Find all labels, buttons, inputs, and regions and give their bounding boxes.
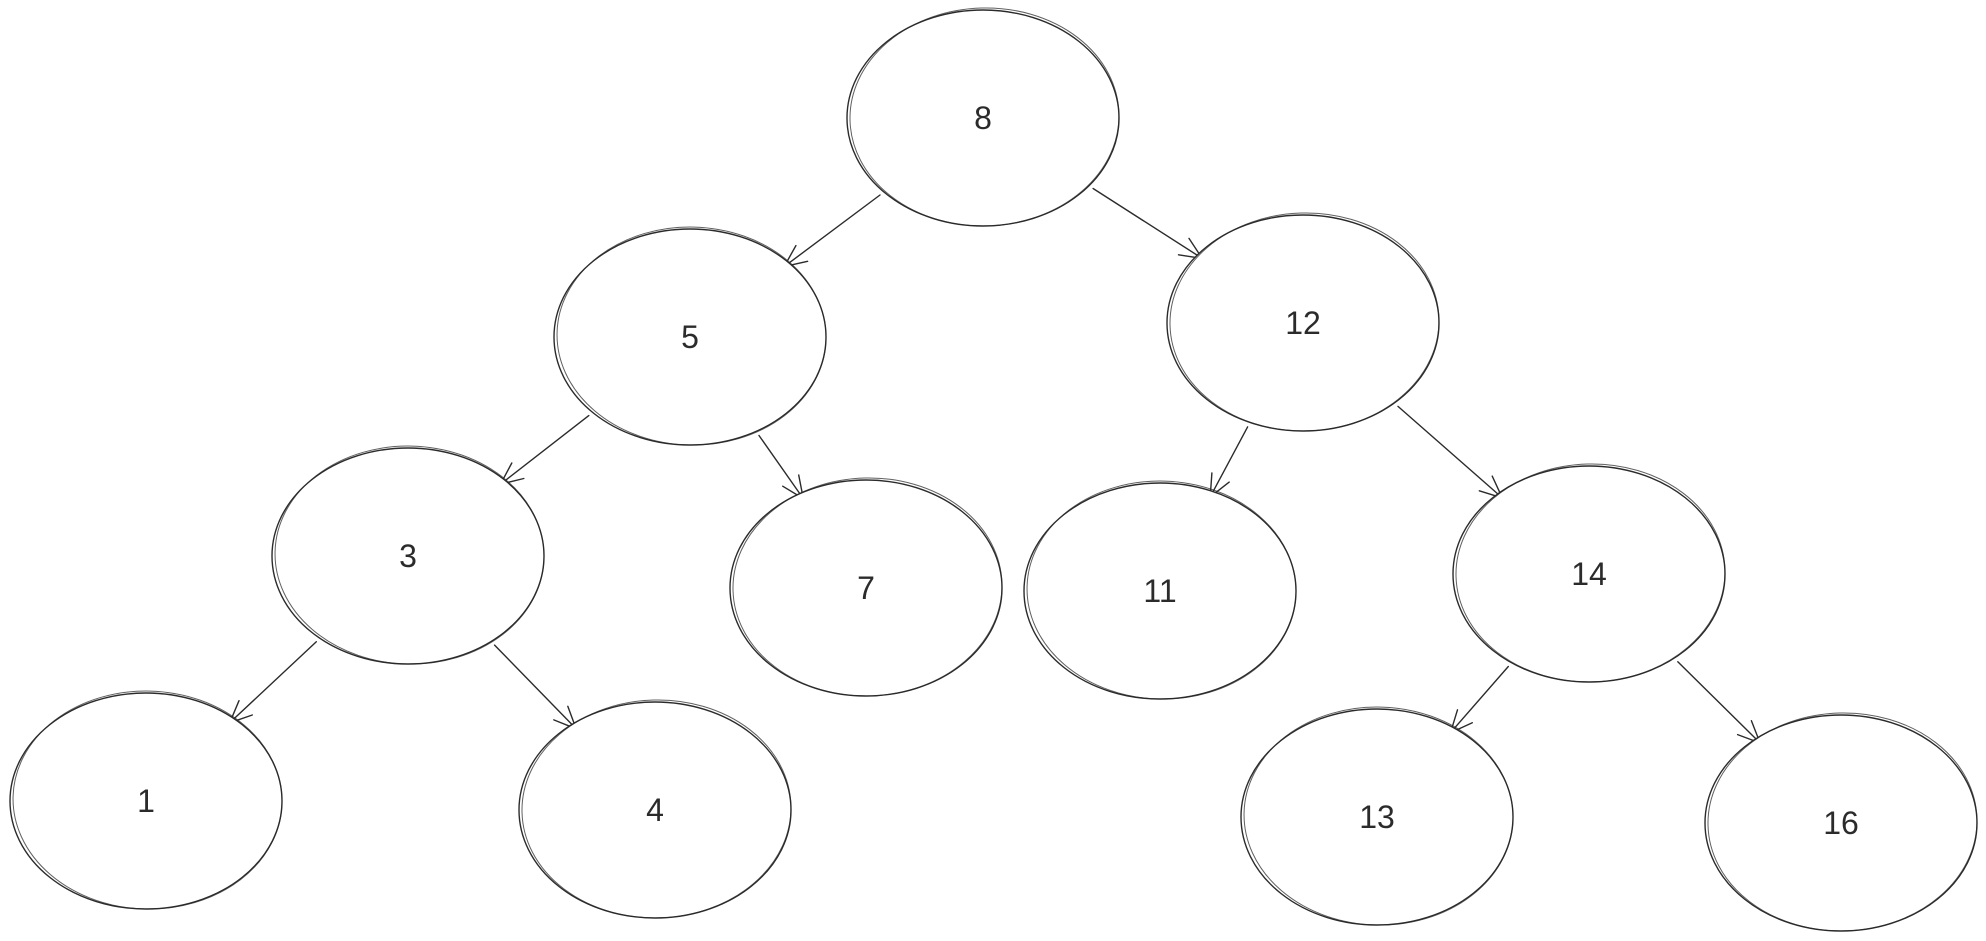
edge-arrow-n12-n14	[1397, 405, 1504, 499]
edge-arrow-n3-n1	[228, 641, 317, 724]
tree-node-12: 12	[1166, 212, 1440, 432]
edge-arrow-n14-n16	[1677, 661, 1761, 744]
node-ellipse-sketch	[1243, 706, 1514, 926]
edge-line	[1449, 665, 1510, 734]
tree-node-8: 8	[846, 7, 1120, 227]
node-label: 5	[681, 319, 699, 355]
tree-node-7: 7	[729, 477, 1003, 697]
tree-node-16: 16	[1704, 712, 1978, 932]
edge-arrow-n8-n12	[1092, 187, 1203, 260]
node-label: 1	[137, 783, 155, 819]
tree-node-13: 13	[1240, 706, 1514, 926]
node-ellipse-sketch	[556, 226, 827, 446]
node-label: 4	[646, 792, 664, 828]
node-ellipse-sketch	[732, 477, 1003, 697]
edge-arrow-n12-n11	[1209, 426, 1249, 498]
tree-node-1: 1	[9, 690, 283, 910]
edge-arrow-n5-n7	[758, 434, 804, 500]
node-label: 14	[1571, 556, 1607, 592]
node-ellipse-sketch	[1455, 463, 1726, 683]
edge-line	[1209, 426, 1249, 498]
node-label: 16	[1823, 805, 1859, 841]
node-ellipse-sketch	[849, 7, 1120, 227]
node-label: 8	[974, 100, 992, 136]
edge-line	[758, 434, 804, 500]
edge-line	[493, 644, 577, 730]
edge-line	[228, 641, 317, 724]
node-label: 3	[399, 538, 417, 574]
edge-arrow-n14-n13	[1449, 665, 1510, 734]
edge-line	[499, 414, 590, 485]
edge-line	[1092, 187, 1203, 260]
node-ellipse-sketch	[274, 445, 545, 665]
edge-arrow-n3-n4	[493, 644, 577, 730]
node-label: 7	[857, 570, 875, 606]
node-ellipse-sketch	[12, 690, 283, 910]
tree-node-14: 14	[1452, 463, 1726, 683]
tree-node-3: 3	[271, 445, 545, 665]
tree-node-5: 5	[553, 226, 827, 446]
edge-arrow-n8-n5	[783, 194, 881, 268]
node-label: 11	[1143, 573, 1176, 609]
node-ellipse-sketch	[521, 699, 792, 919]
node-ellipse-sketch	[1169, 212, 1440, 432]
node-ellipse-sketch	[1026, 480, 1297, 700]
tree-node-11: 11	[1023, 480, 1297, 700]
edge-line	[1397, 405, 1504, 499]
node-label: 13	[1359, 799, 1395, 835]
edge-arrow-n5-n3	[499, 414, 590, 485]
tree-node-4: 4	[518, 699, 792, 919]
node-ellipse-sketch	[1707, 712, 1978, 932]
edge-line	[783, 194, 881, 268]
node-label: 12	[1285, 305, 1321, 341]
edge-line	[1677, 661, 1761, 744]
